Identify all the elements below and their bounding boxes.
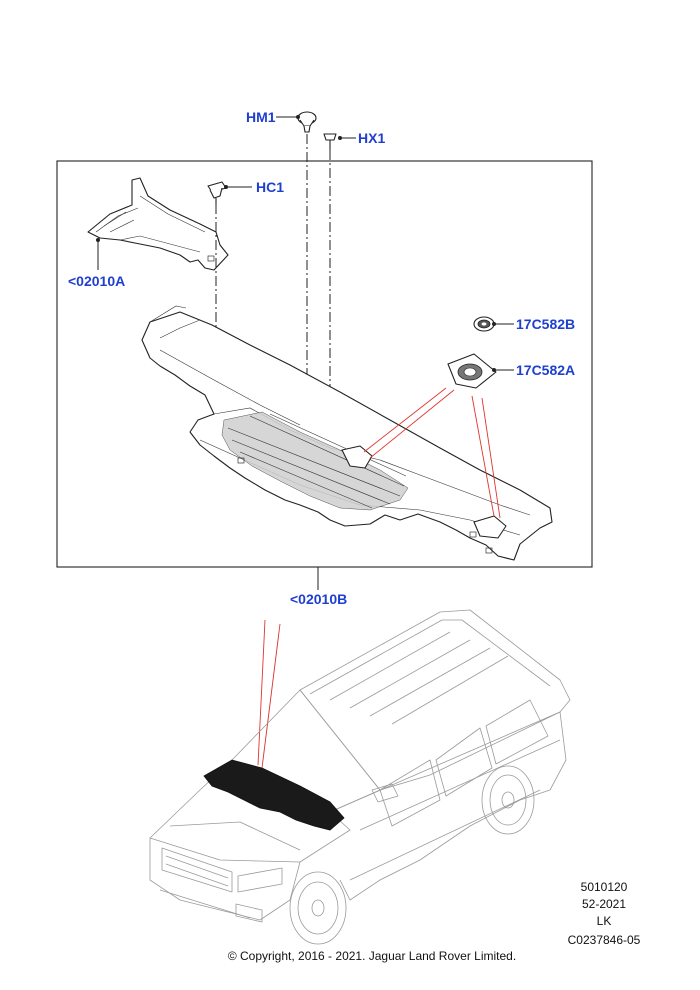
callout-hx1[interactable]: HX1 [358,130,385,146]
c17c582a-leader-dot [492,368,496,372]
location-line [471,395,495,517]
hx1-leader-dot [338,136,342,140]
left-cover-panel [87,177,229,271]
reference-line-1: 5010120 [581,880,628,894]
assembly-frame [56,160,593,568]
hx1-screw-icon [323,133,337,150]
callout-hc1[interactable]: HC1 [256,179,284,195]
copyright-notice: © Copyright, 2016 - 2021. Jaguar Land Ro… [228,949,516,963]
hm1-clip-icon [297,111,317,133]
vehicle-cowl-highlight [203,759,345,831]
location-line [481,397,501,519]
grommet-large-icon [447,353,497,389]
reference-line-3: LK [597,914,612,928]
callout-hm1[interactable]: HM1 [246,109,276,125]
location-line [261,623,281,769]
hc1-clip-icon [207,181,227,204]
cowl-panel [141,305,553,561]
reference-line-2: 52-2021 [582,897,626,911]
callout-17c582a[interactable]: 17C582A [516,362,575,378]
location-line [363,387,447,453]
location-line [257,619,266,766]
grommet-small-icon [473,316,495,332]
callout-02010a[interactable]: <02010A [68,273,125,289]
hm1-leader-dot [296,115,300,119]
c02010a-leader-dot [96,238,100,242]
reference-line-4: C0237846-05 [568,933,641,947]
hc1-leader-dot [224,185,228,189]
callout-02010b[interactable]: <02010B [290,591,347,607]
c17c582b-leader-dot [492,322,496,326]
vehicle-outline [149,609,571,945]
callout-17c582b[interactable]: 17C582B [516,316,575,332]
location-line [369,389,455,459]
